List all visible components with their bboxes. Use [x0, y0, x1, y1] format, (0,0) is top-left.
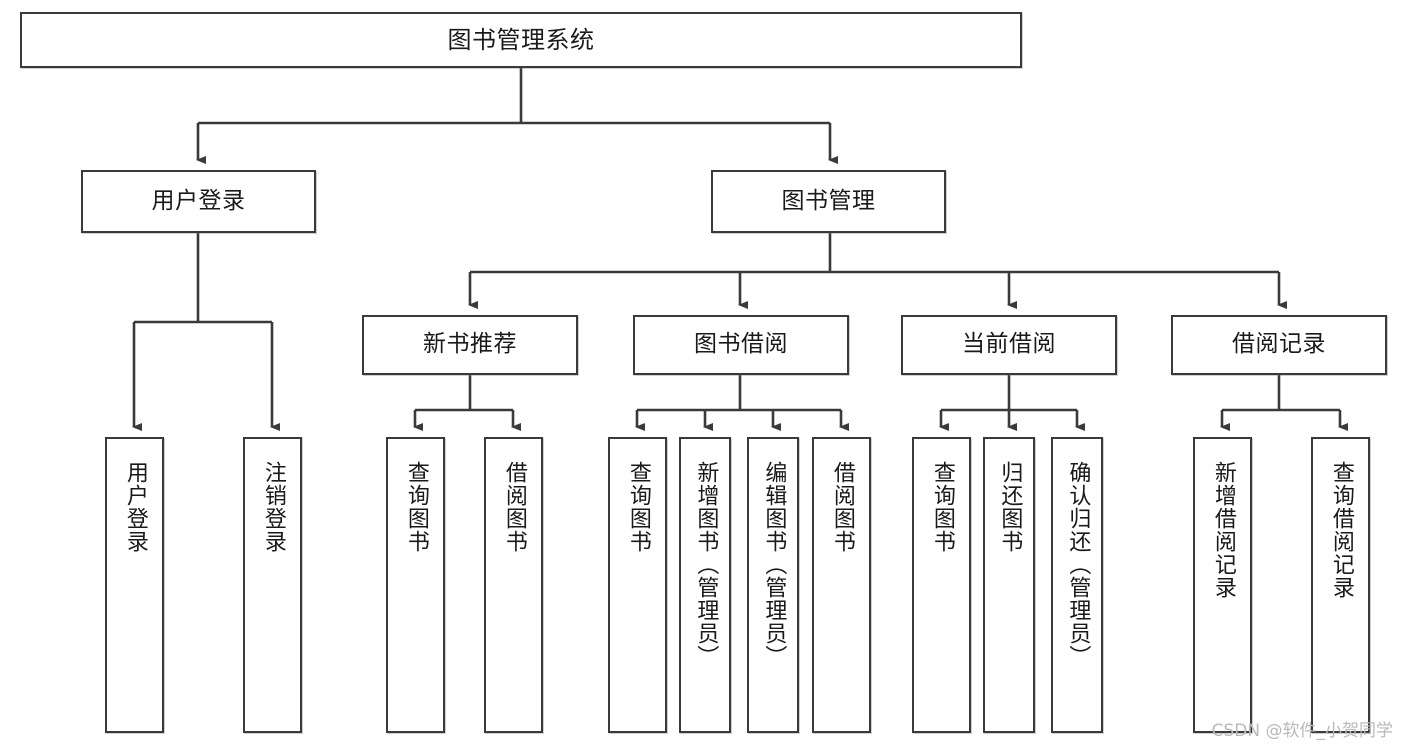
- node-label: 用户登录: [122, 461, 148, 553]
- leaf-borrow-book-recommend[interactable]: 借阅图书: [484, 437, 543, 733]
- node-label: 查询借阅记录: [1328, 461, 1354, 599]
- node-book-borrow[interactable]: 图书借阅: [633, 315, 849, 375]
- leaf-query-borrow-record[interactable]: 查询借阅记录: [1311, 437, 1370, 733]
- csdn-watermark: CSDN @软件_小贺同学: [1211, 721, 1393, 741]
- node-label: 确认归还（管理员）: [1065, 461, 1091, 668]
- node-label: 归还图书: [997, 461, 1023, 553]
- leaf-add-book-admin[interactable]: 新增图书（管理员）: [679, 437, 731, 733]
- leaf-query-book-recommend[interactable]: 查询图书: [386, 437, 445, 733]
- leaf-return-book[interactable]: 归还图书: [983, 437, 1035, 733]
- leaf-confirm-return-admin[interactable]: 确认归还（管理员）: [1051, 437, 1103, 733]
- leaf-add-borrow-record[interactable]: 新增借阅记录: [1193, 437, 1252, 733]
- node-label: 当前借阅: [962, 331, 1056, 358]
- node-label: 注销登录: [260, 461, 286, 553]
- node-book-management[interactable]: 图书管理: [711, 170, 946, 233]
- node-label: 新增借阅记录: [1210, 461, 1236, 599]
- leaf-query-book-borrow[interactable]: 查询图书: [608, 437, 667, 733]
- node-label: 编辑图书（管理员）: [761, 461, 787, 668]
- node-label: 新书推荐: [423, 331, 517, 358]
- node-label: 借阅记录: [1232, 331, 1326, 358]
- node-label: 查询图书: [625, 461, 651, 553]
- node-label: 图书管理系统: [447, 25, 595, 54]
- node-label: 查询图书: [403, 461, 429, 553]
- node-label: 查询图书: [929, 461, 955, 553]
- node-current-borrow[interactable]: 当前借阅: [901, 315, 1117, 375]
- node-label: 借阅图书: [829, 461, 855, 553]
- leaf-query-book-current[interactable]: 查询图书: [912, 437, 971, 733]
- node-label: 图书借阅: [694, 331, 788, 358]
- leaf-borrow-book[interactable]: 借阅图书: [812, 437, 871, 733]
- leaf-edit-book-admin[interactable]: 编辑图书（管理员）: [747, 437, 799, 733]
- node-label: 图书管理: [781, 187, 876, 214]
- node-label: 借阅图书: [501, 461, 527, 553]
- leaf-logout[interactable]: 注销登录: [243, 437, 302, 733]
- node-user-login[interactable]: 用户登录: [81, 170, 316, 233]
- node-label: 新增图书（管理员）: [693, 461, 719, 668]
- node-new-book-recommend[interactable]: 新书推荐: [362, 315, 578, 375]
- node-label: 用户登录: [151, 187, 246, 214]
- node-borrow-record[interactable]: 借阅记录: [1171, 315, 1387, 375]
- leaf-user-login[interactable]: 用户登录: [105, 437, 164, 733]
- node-root-system[interactable]: 图书管理系统: [20, 12, 1022, 68]
